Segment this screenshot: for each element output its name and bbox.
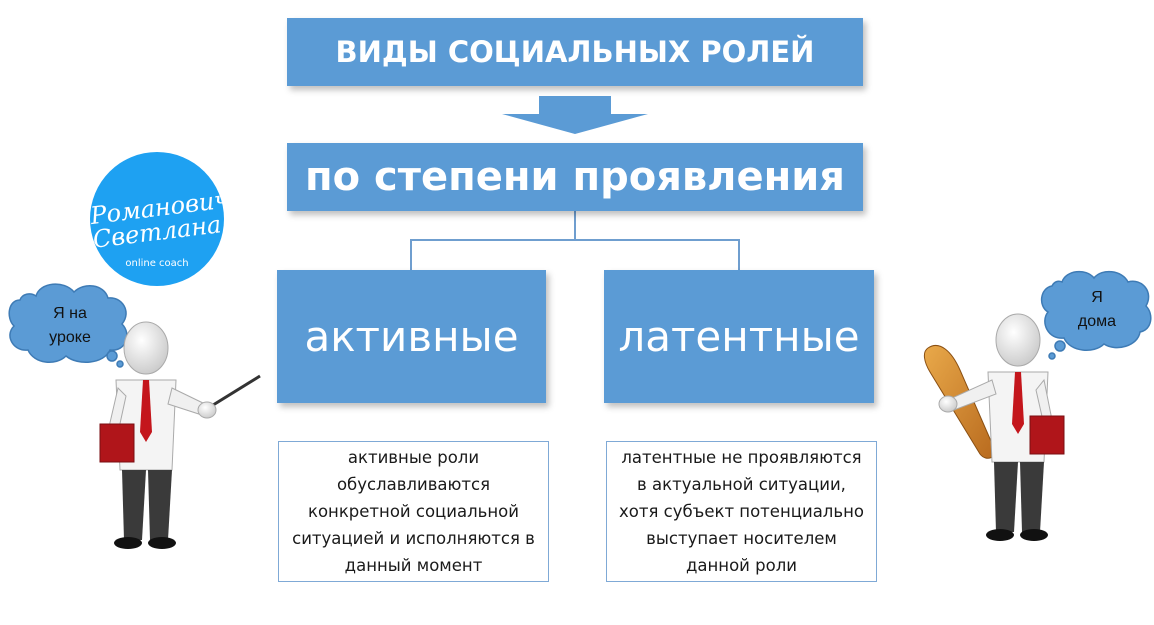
logo-tagline: online coach xyxy=(125,258,189,269)
connector-right-drop xyxy=(738,239,740,270)
latent-desc-line: данной роли xyxy=(685,556,797,575)
active-desc-line: конкретной социальной xyxy=(307,502,519,521)
left-bubble-line1: Я на xyxy=(53,305,87,322)
active-description: активные роли обуславливаются конкретной… xyxy=(278,441,549,582)
subtitle-text: по степени проявления xyxy=(305,154,845,200)
latent-label: латентные xyxy=(618,312,860,361)
latent-description: латентные не проявляются в актуальной си… xyxy=(606,441,877,582)
active-desc-line: обуславливаются xyxy=(336,475,491,494)
title-box: ВИДЫ СОЦИАЛЬНЫХ РОЛЕЙ xyxy=(287,18,863,86)
active-label: активные xyxy=(304,312,519,361)
subtitle-box: по степени проявления xyxy=(287,143,863,211)
active-desc-line: активные роли xyxy=(347,448,480,467)
active-category-box: активные xyxy=(277,270,546,403)
connector-stem xyxy=(574,211,576,240)
latent-desc-line: в актуальной ситуации, xyxy=(637,475,846,494)
right-bubble-line2: дома xyxy=(1077,313,1117,330)
latent-desc-line: выступает носителем xyxy=(646,529,837,548)
latent-category-box: латентные xyxy=(604,270,874,403)
title-text: ВИДЫ СОЦИАЛЬНЫХ РОЛЕЙ xyxy=(335,35,815,69)
left-bubble-line2: уроке xyxy=(49,329,91,346)
active-desc-line: данный момент xyxy=(344,556,483,575)
latent-desc-line: хотя субъект потенциально xyxy=(619,502,864,521)
active-desc-line: ситуацией и исполняются в xyxy=(292,529,535,548)
right-bubble-line1: Я xyxy=(1091,289,1103,306)
coach-logo: Романович Светлана online coach xyxy=(89,152,231,286)
connector-left-drop xyxy=(410,239,412,270)
left-bubble-text: Я на уроке xyxy=(22,302,118,350)
right-bubble-text: Я дома xyxy=(1052,286,1142,334)
connector-horizontal xyxy=(410,239,740,241)
latent-desc-line: латентные не проявляются xyxy=(621,448,862,467)
